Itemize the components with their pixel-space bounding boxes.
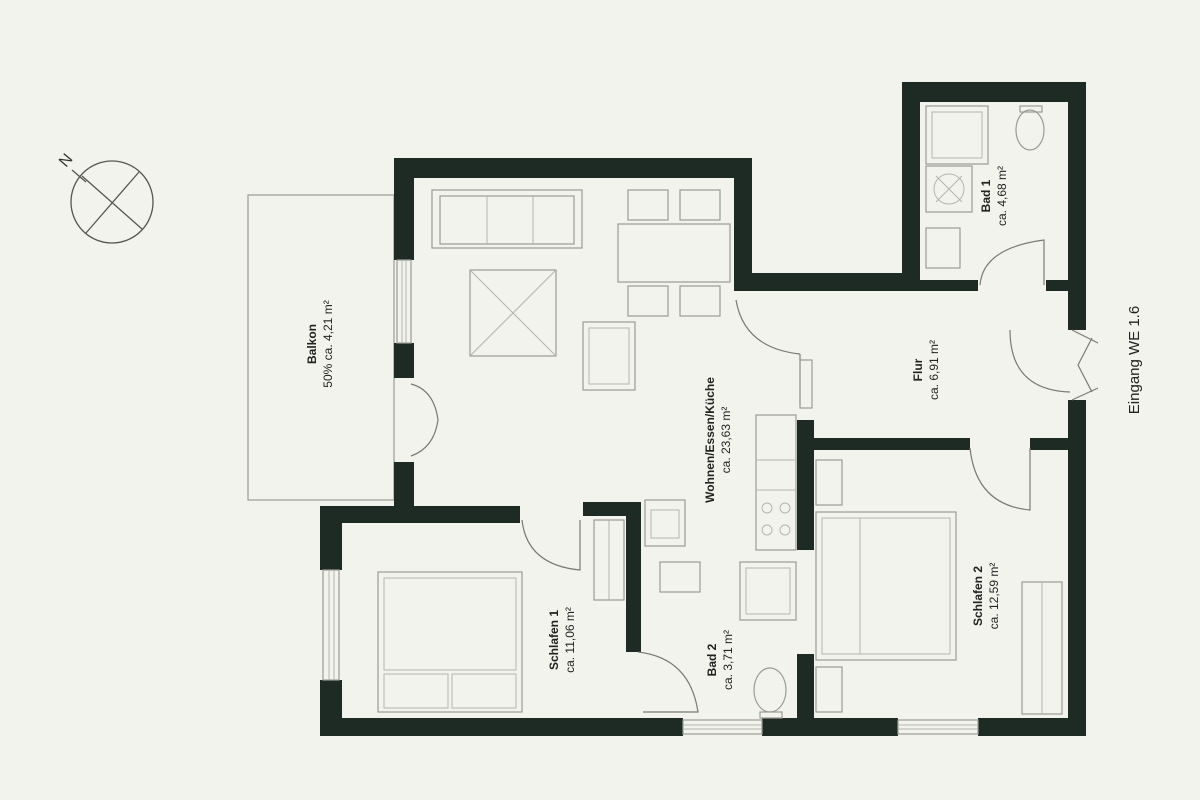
room-area-schlafen2: ca. 12,59 m² bbox=[987, 563, 1001, 630]
room-name-wohnen: Wohnen/Essen/Küche bbox=[703, 377, 717, 503]
walls bbox=[320, 82, 1086, 736]
label-balkon: Balkon 50% ca. 4,21 m² bbox=[305, 300, 335, 387]
room-area-schlafen1: ca. 11,06 m² bbox=[563, 607, 577, 673]
room-name-bad2: Bad 2 bbox=[705, 643, 719, 676]
room-name-schlafen1: Schlafen 1 bbox=[547, 610, 561, 670]
room-area-wohnen: ca. 23,63 m² bbox=[719, 407, 733, 474]
entrance-label: Eingang WE 1.6 bbox=[1126, 306, 1143, 414]
room-area-bad1: ca. 4,68 m² bbox=[995, 166, 1009, 226]
north-label: N bbox=[56, 151, 76, 171]
room-area-bad2: ca. 3,71 m² bbox=[721, 630, 735, 690]
label-schlafen2: Schlafen 2 ca. 12,59 m² bbox=[971, 563, 1001, 630]
label-bad1: Bad 1 ca. 4,68 m² bbox=[979, 166, 1009, 226]
room-name-bad1: Bad 1 bbox=[979, 179, 993, 212]
entrance-label-group: Eingang WE 1.6 bbox=[1126, 306, 1143, 414]
room-name-balkon: Balkon bbox=[305, 324, 319, 364]
label-wohnen: Wohnen/Essen/Küche ca. 23,63 m² bbox=[703, 377, 733, 503]
room-area-flur: ca. 6,91 m² bbox=[927, 340, 941, 400]
doors bbox=[410, 239, 1099, 713]
room-name-schlafen2: Schlafen 2 bbox=[971, 566, 985, 626]
label-schlafen1: Schlafen 1 ca. 11,06 m² bbox=[547, 607, 577, 673]
compass: N bbox=[56, 151, 154, 244]
furniture bbox=[377, 105, 1063, 719]
label-bad2: Bad 2 ca. 3,71 m² bbox=[705, 630, 735, 690]
room-area-balkon: 50% ca. 4,21 m² bbox=[321, 300, 335, 387]
room-name-flur: Flur bbox=[911, 358, 925, 381]
label-flur: Flur ca. 6,91 m² bbox=[911, 340, 941, 400]
windows bbox=[322, 259, 979, 735]
